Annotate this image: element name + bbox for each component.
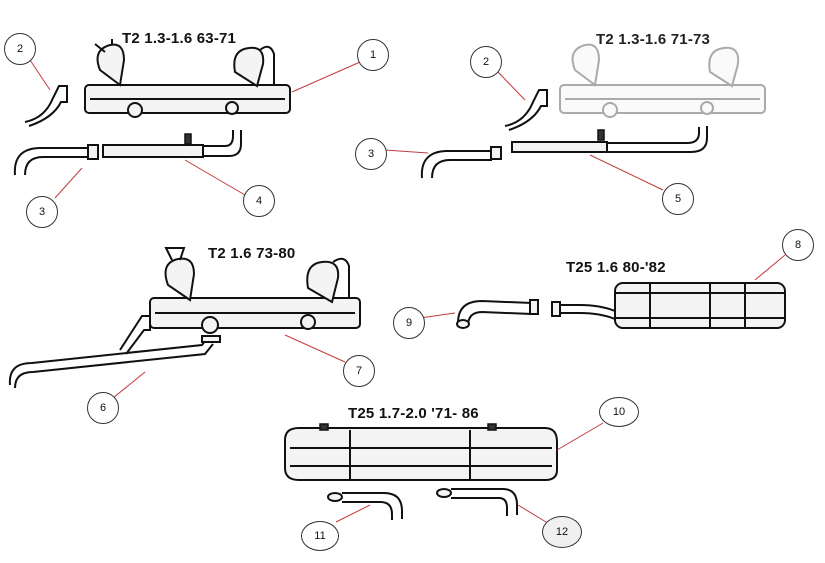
callout-6: 6 xyxy=(87,392,119,424)
callout-4: 4 xyxy=(243,185,275,217)
part-3-tailpipe-b xyxy=(420,146,502,179)
part-8-muffler xyxy=(551,282,786,329)
callout-3b: 3 xyxy=(355,138,387,170)
part-6-tailpipe-with-bracket xyxy=(8,315,221,389)
part-12-tailpipe xyxy=(436,488,518,516)
callout-10: 10 xyxy=(599,397,639,427)
part-2-bracket xyxy=(24,85,68,127)
callout-8: 8 xyxy=(782,229,814,261)
part-1-faded-muffler xyxy=(559,43,766,118)
part-10-muffler xyxy=(284,423,558,481)
part-5-pipe xyxy=(511,126,708,153)
callout-2: 2 xyxy=(4,33,36,65)
part-2-bracket-b xyxy=(504,89,548,131)
part-11-tailpipe xyxy=(327,492,403,520)
group-title-t2-73-80: T2 1.6 73-80 xyxy=(208,245,296,262)
group-title-t2-63-71: T2 1.3-1.6 63-71 xyxy=(122,30,237,47)
group-title-t25-71-86: T25 1.7-2.0 '71- 86 xyxy=(348,405,479,422)
callout-2b: 2 xyxy=(470,46,502,78)
callout-1: 1 xyxy=(357,39,389,71)
callout-11: 11 xyxy=(301,521,339,551)
part-1-heat-exchanger-muffler xyxy=(84,39,291,118)
part-3-tailpipe xyxy=(13,144,99,176)
group-title-t25-80-82: T25 1.6 80-'82 xyxy=(566,259,666,276)
leader-lines xyxy=(29,59,786,523)
group-title-t2-71-73: T2 1.3-1.6 71-73 xyxy=(596,31,711,48)
callout-12: 12 xyxy=(542,516,582,548)
callout-3: 3 xyxy=(26,196,58,228)
callout-5: 5 xyxy=(662,183,694,215)
part-4-pipe xyxy=(102,130,242,158)
part-9-tailpipe xyxy=(456,299,539,329)
part-7-muffler xyxy=(149,247,361,334)
callout-9: 9 xyxy=(393,307,425,339)
callout-7: 7 xyxy=(343,355,375,387)
